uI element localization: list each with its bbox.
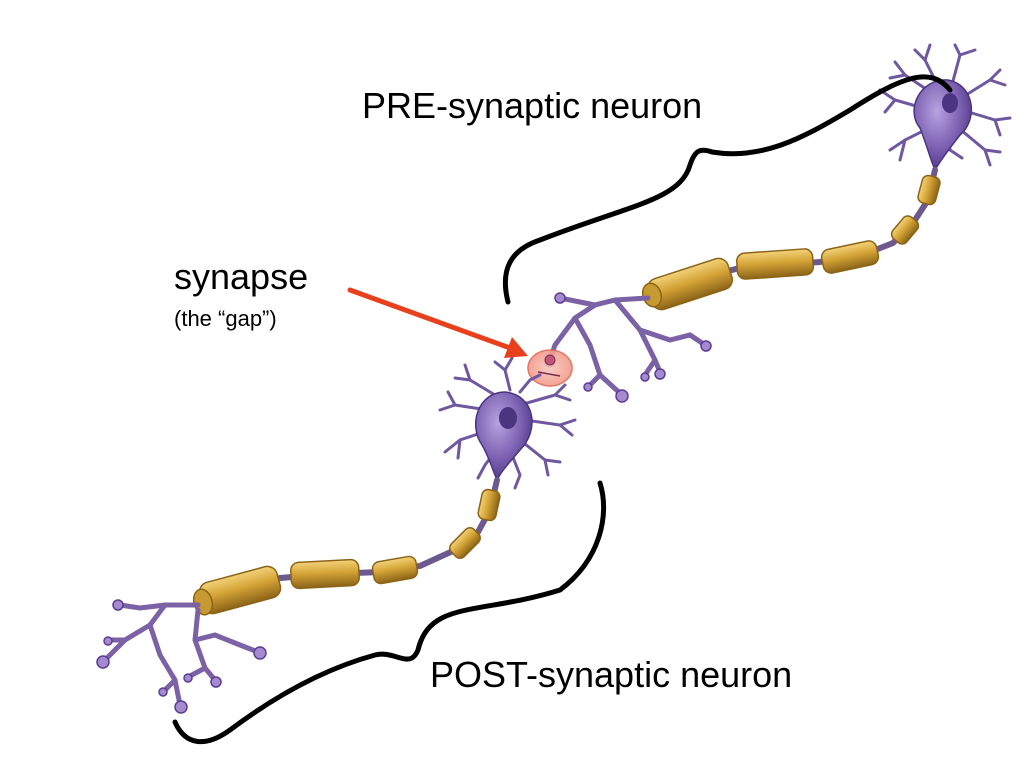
pre-synaptic-label: PRE-synaptic neuron <box>362 85 703 126</box>
post-synaptic-label: POST-synaptic neuron <box>430 654 793 695</box>
post-nucleus <box>499 407 517 429</box>
post-axon-terminals <box>102 602 261 708</box>
pre-axon-terminals <box>547 295 708 398</box>
synapse-gap-label: (the “gap”) <box>174 306 277 331</box>
pre-synaptic-neuron <box>544 43 1012 403</box>
post-synaptic-neuron <box>96 356 577 714</box>
synapse-label: synapse <box>174 256 309 297</box>
post-synaptic-bracket <box>172 480 607 745</box>
post-myelin-sheaths <box>198 488 501 615</box>
post-dendrites <box>438 356 577 490</box>
pre-synaptic-bracket <box>502 74 953 305</box>
arrow-icon <box>347 287 528 358</box>
pre-nucleus <box>942 93 958 113</box>
pre-cell-body <box>913 79 973 172</box>
synapse-marker <box>527 349 573 387</box>
post-terminal-buttons <box>96 599 267 714</box>
pre-myelin-sheaths <box>646 174 941 311</box>
pre-terminal-buttons <box>544 292 712 403</box>
